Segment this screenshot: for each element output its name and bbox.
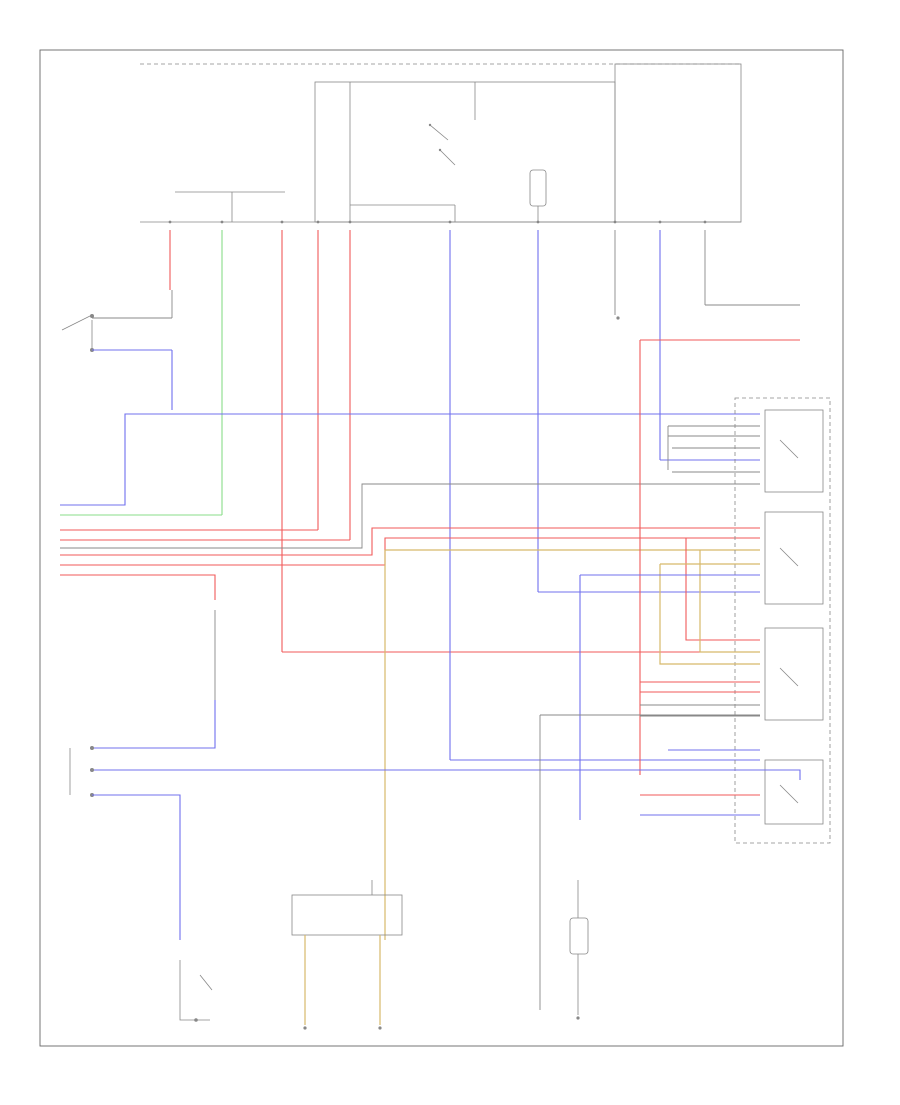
left-switch (61, 314, 94, 352)
bottom-left-switch (179, 960, 213, 1022)
bottom-center-module (291, 880, 403, 936)
connector-pins (168, 220, 707, 224)
junction-block (140, 63, 742, 223)
diagram-frame (39, 49, 844, 1047)
bottom-right-sensor (569, 880, 589, 1015)
relay-block (734, 397, 831, 844)
left-lower-sensor (69, 746, 94, 797)
